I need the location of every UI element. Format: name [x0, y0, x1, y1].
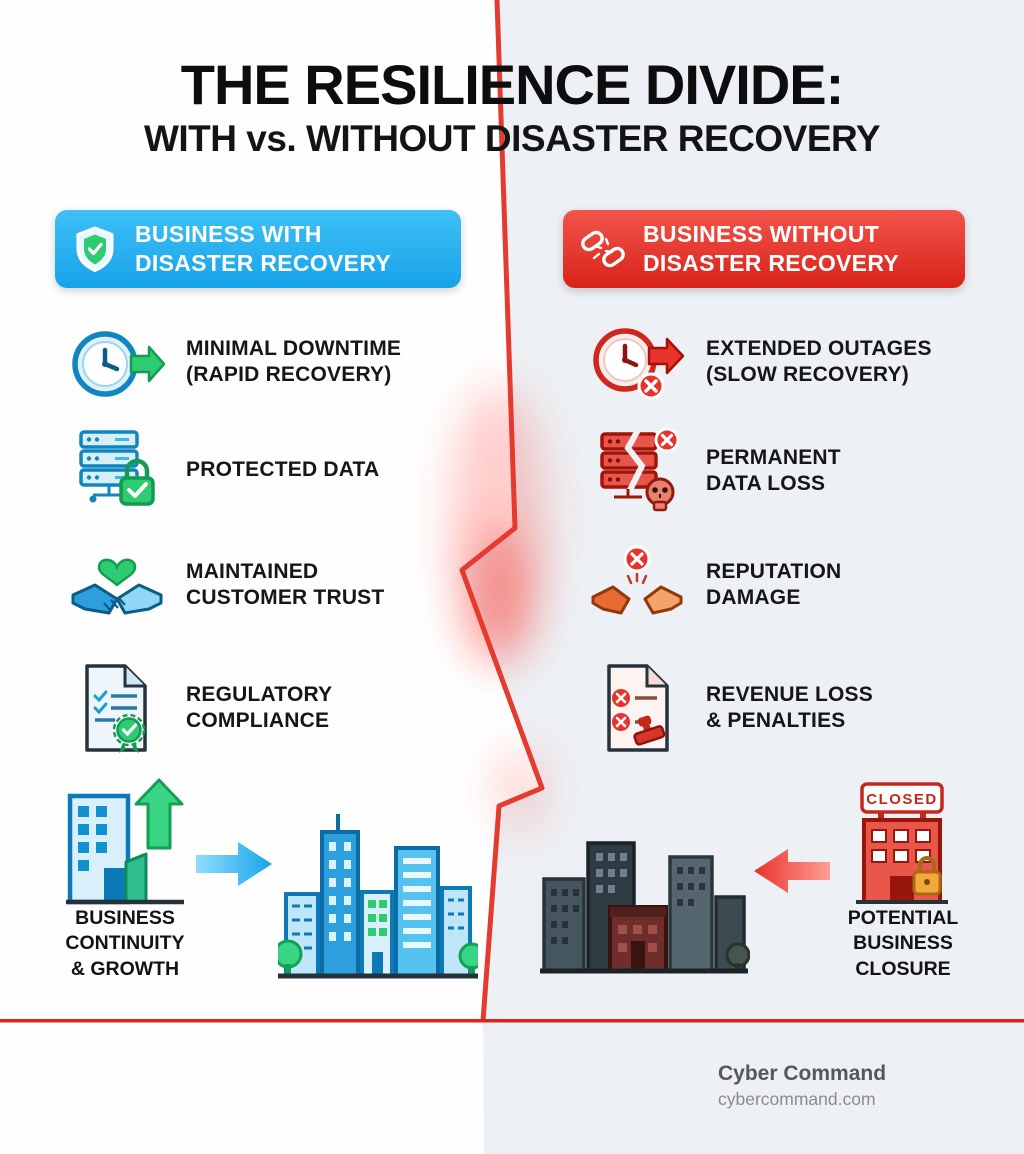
lightning-bolt-icon [459, 0, 545, 1022]
closure-arrow-left-icon [752, 845, 832, 902]
growth-label: BUSINESS CONTINUITY & GROWTH [65, 907, 185, 980]
item-label: REVENUE LOSS & PENALTIES [706, 682, 873, 732]
with-dr-header-label: BUSINESS WITH DISASTER RECOVERY [135, 221, 392, 276]
slow-recovery-clock-icon [582, 322, 692, 402]
item-label: MAINTAINED CUSTOMER TRUST [186, 559, 385, 609]
item-label: REPUTATION DAMAGE [706, 559, 842, 609]
item-label: EXTENDED OUTAGES (SLOW RECOVERY) [706, 336, 932, 386]
list-item: PERMANENT DATA LOSS [582, 428, 841, 514]
list-item: EXTENDED OUTAGES (SLOW RECOVERY) [582, 322, 932, 402]
list-item: MINIMAL DOWNTIME (RAPID RECOVERY) [62, 322, 401, 402]
item-label: PERMANENT DATA LOSS [706, 445, 841, 495]
closure-label: POTENTIAL BUSINESS CLOSURE [847, 907, 959, 980]
rapid-recovery-clock-icon [62, 322, 172, 402]
list-item: REVENUE LOSS & PENALTIES [582, 662, 873, 754]
protected-data-server-icon [62, 428, 172, 512]
shield-check-icon [71, 225, 119, 273]
penalties-document-icon [582, 662, 692, 754]
growing-city-skyline-icon [273, 794, 486, 989]
with-dr-header-badge: BUSINESS WITH DISASTER RECOVERY [55, 210, 461, 288]
bottom-divider-line [0, 1019, 1024, 1023]
page-title: THE RESILIENCE DIVIDE: [180, 53, 845, 116]
closed-sign-label: CLOSED [866, 791, 938, 808]
list-item: MAINTAINED CUSTOMER TRUST [62, 543, 384, 627]
broken-handshake-icon [582, 543, 692, 627]
dark-city-skyline-icon [538, 815, 751, 982]
growth-building-icon [64, 776, 186, 913]
footer-brand: Cyber Command [718, 1062, 887, 1085]
customer-trust-handshake-icon [62, 543, 172, 627]
item-label: MINIMAL DOWNTIME (RAPID RECOVERY) [186, 336, 402, 386]
without-dr-header-badge: BUSINESS WITHOUT DISASTER RECOVERY [563, 210, 965, 288]
compliance-document-icon [62, 662, 172, 754]
broken-chain-icon [579, 225, 627, 273]
list-item: REPUTATION DAMAGE [582, 543, 841, 627]
item-label: REGULATORY COMPLIANCE [186, 682, 333, 732]
item-label: PROTECTED DATA [186, 457, 380, 481]
without-dr-header-label: BUSINESS WITHOUT DISASTER RECOVERY [643, 221, 900, 276]
list-item: REGULATORY COMPLIANCE [62, 662, 332, 754]
data-loss-server-icon [582, 428, 692, 514]
footer: Cyber Command cybercommand.com [718, 1062, 886, 1110]
growth-arrow-right-icon [194, 838, 274, 895]
footer-website: cybercommand.com [718, 1089, 876, 1109]
list-item: PROTECTED DATA [62, 428, 379, 512]
closed-building-icon: CLOSED [848, 778, 956, 917]
page-subtitle: WITH vs. WITHOUT DISASTER RECOVERY [143, 118, 881, 159]
